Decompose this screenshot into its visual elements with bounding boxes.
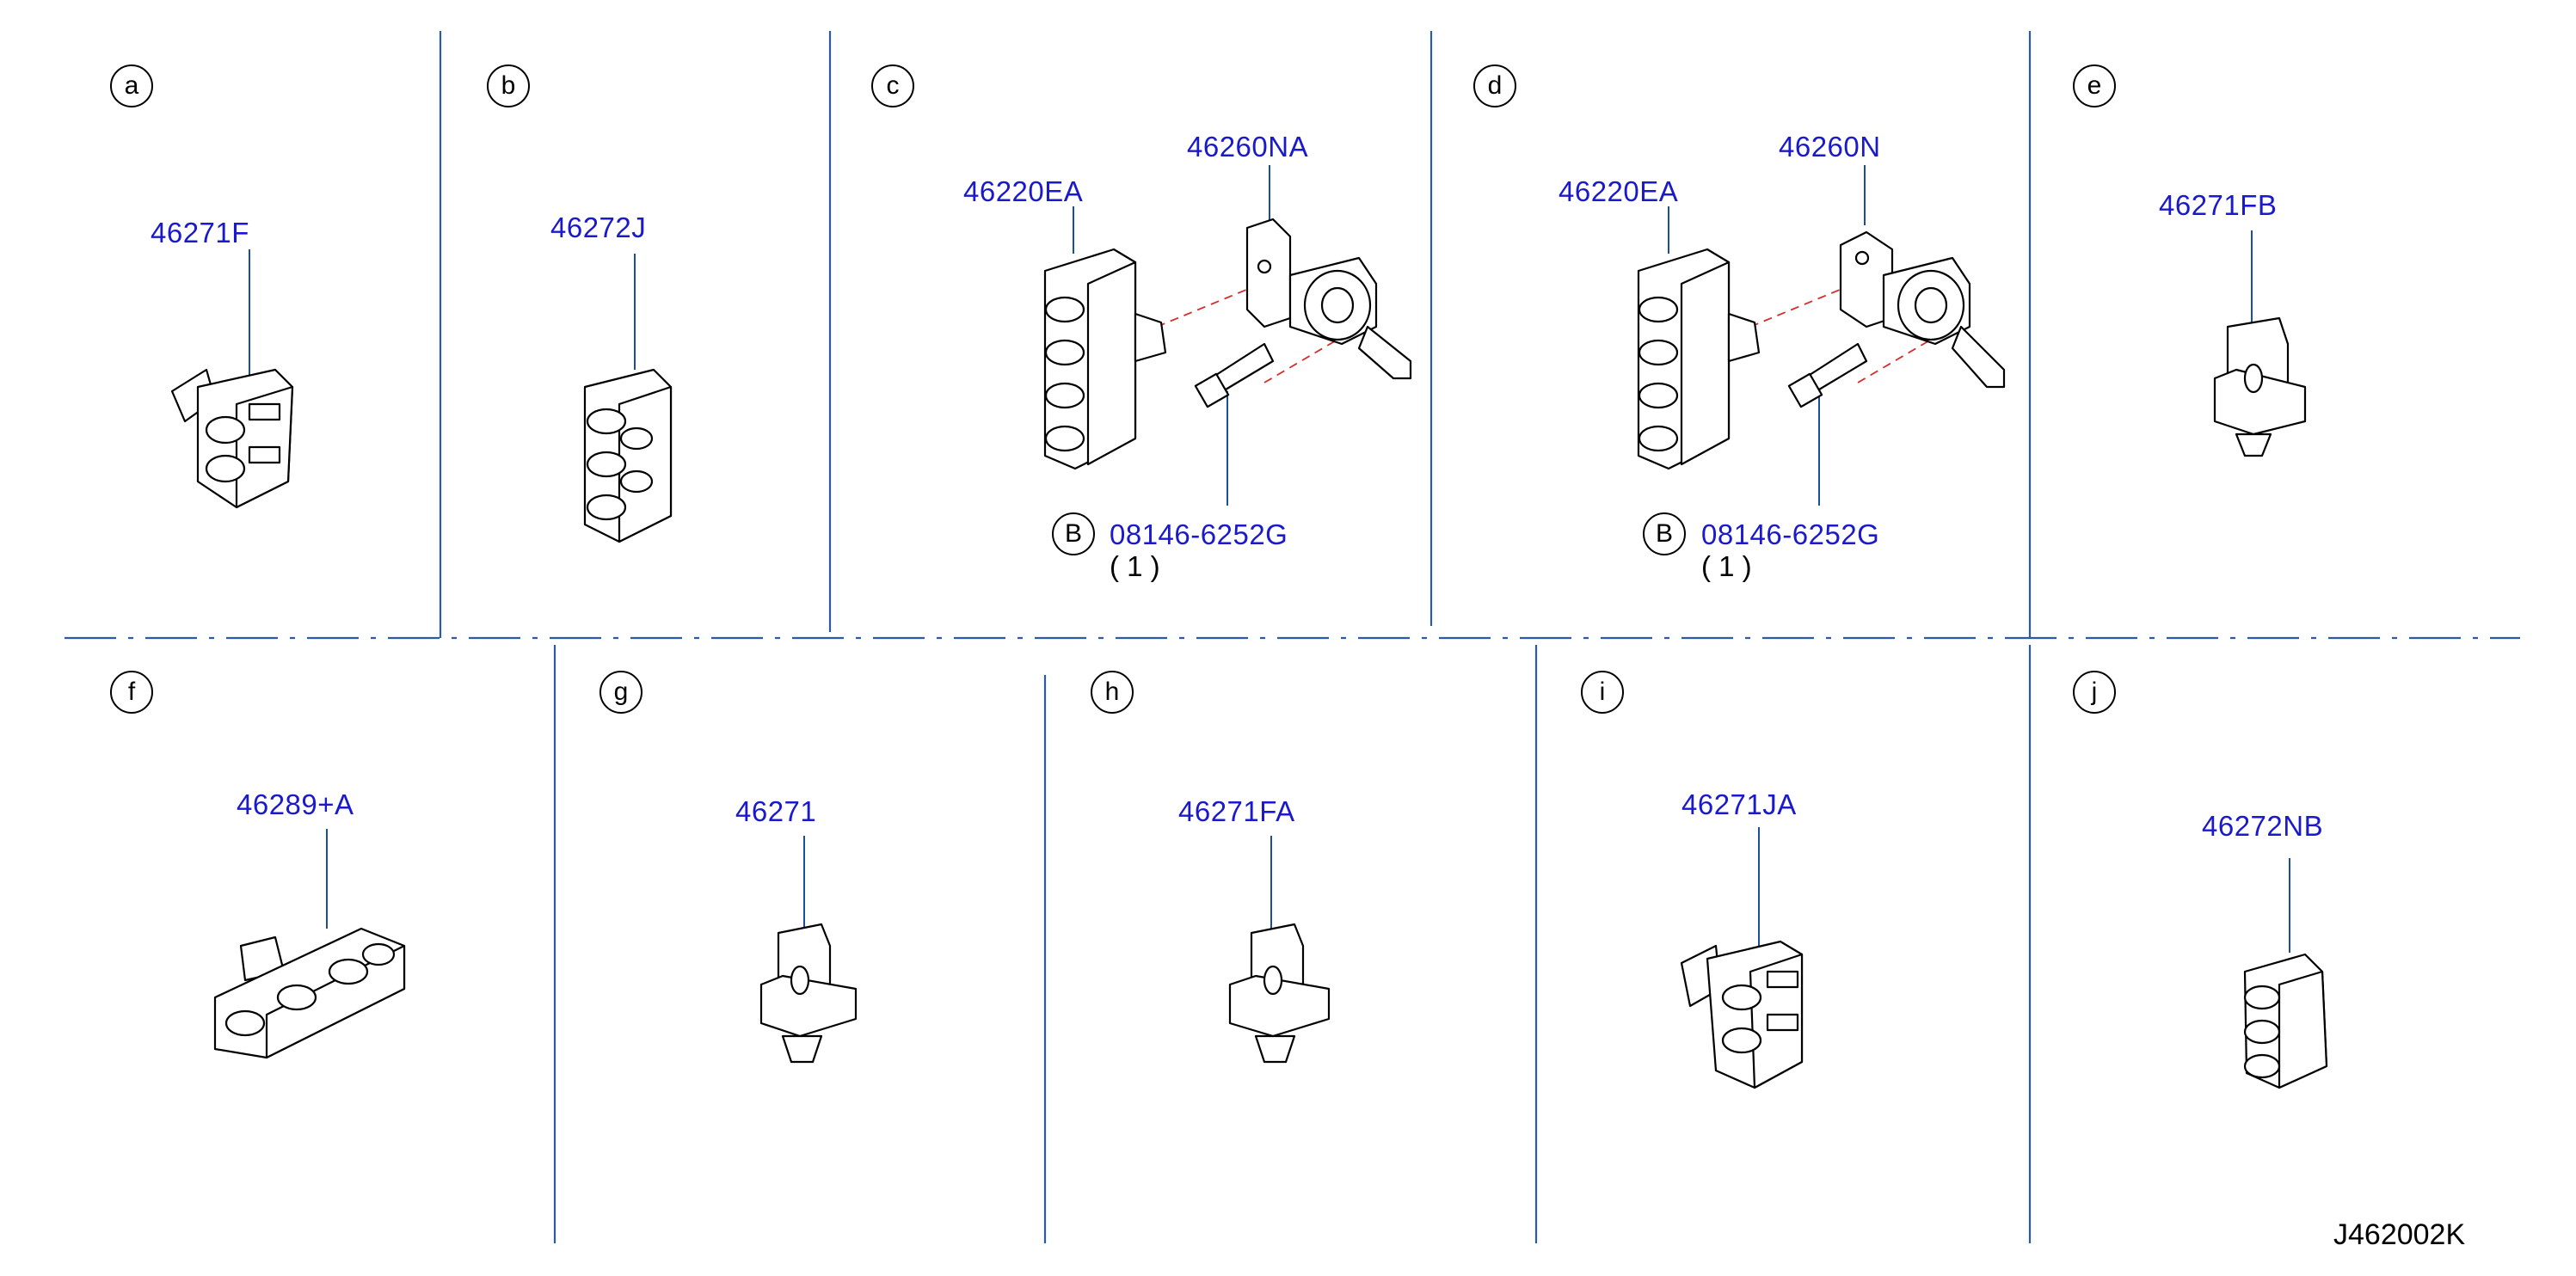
part-number-46220EA-d[interactable]: 46220EA (1559, 175, 1679, 207)
part-number-46271JA[interactable]: 46271JA (1681, 788, 1797, 820)
clip-46271 (759, 923, 858, 1064)
diagram-reference-code: J462002K (2333, 1218, 2466, 1251)
panel-label-c: c (871, 64, 914, 107)
panel-dividers (65, 31, 2520, 1243)
part-number-46272NB[interactable]: 46272NB (2202, 810, 2324, 842)
assembly-d (1637, 230, 2006, 470)
bolt-qty-d: ( 1 ) (1701, 550, 1752, 582)
holder-46272J (583, 368, 673, 543)
panel-label-h: h (1091, 671, 1134, 714)
panel-label-d: d (1473, 64, 1516, 107)
leader-lines (249, 165, 2290, 953)
part-number-46260N[interactable]: 46260N (1779, 131, 1881, 163)
clip-46271F (170, 368, 294, 509)
panel-label-b: b (487, 64, 530, 107)
assembly-c (1043, 218, 1412, 470)
part-number-46289-A[interactable]: 46289+A (237, 788, 354, 820)
part-number-46260NA[interactable]: 46260NA (1187, 131, 1309, 163)
clip-46271FB (2213, 316, 2307, 457)
bolt-marker-d: B (1643, 512, 1686, 555)
panel-label-a: a (110, 64, 153, 107)
part-number-08146-6252G-d[interactable]: 08146-6252G (1701, 518, 1880, 550)
panel-label-i: i (1581, 671, 1624, 714)
clip-46289-A (213, 927, 406, 1059)
part-number-46271F[interactable]: 46271F (151, 217, 249, 248)
bolt-marker-c: B (1052, 512, 1095, 555)
part-number-46271FB[interactable]: 46271FB (2159, 189, 2278, 221)
panel-label-j: j (2073, 671, 2116, 714)
panel-label-e: e (2073, 64, 2116, 107)
clip-46271FA (1228, 923, 1331, 1064)
part-number-46271[interactable]: 46271 (735, 795, 817, 827)
bolt-qty-c: ( 1 ) (1110, 550, 1160, 582)
part-number-08146-6252G-c[interactable]: 08146-6252G (1110, 518, 1288, 550)
part-number-46220EA-c[interactable]: 46220EA (963, 175, 1084, 207)
panel-label-g: g (599, 671, 642, 714)
part-number-46271FA[interactable]: 46271FA (1178, 795, 1295, 827)
holder-46272NB (2243, 953, 2328, 1089)
part-number-46272J[interactable]: 46272J (550, 212, 647, 243)
panel-label-f: f (110, 671, 153, 714)
clip-46271JA (1680, 940, 1804, 1089)
